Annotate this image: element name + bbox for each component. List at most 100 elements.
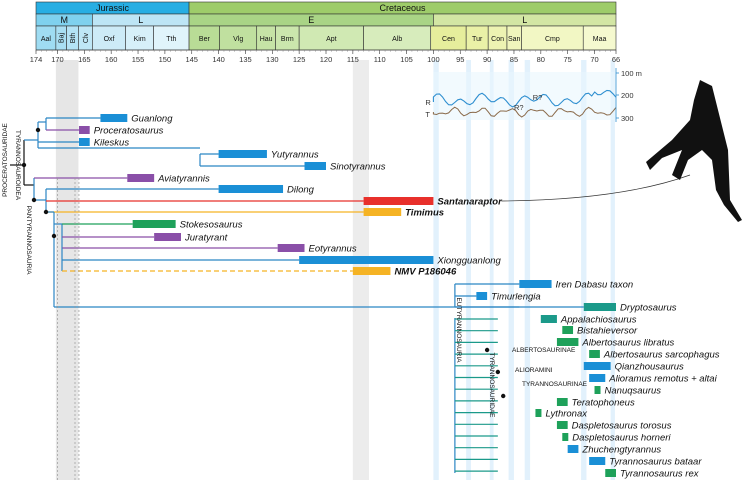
taxon-label: Alioramus remotus + altai xyxy=(608,374,717,385)
taxon-label: Eotyrannus xyxy=(309,244,357,255)
node-dot xyxy=(43,209,49,215)
stages-cell xyxy=(521,25,584,51)
range-bar xyxy=(567,445,579,453)
range-bar xyxy=(132,220,176,228)
stages-cell xyxy=(219,25,258,51)
stages-label: Cmp xyxy=(545,36,560,43)
stages-label: Kim xyxy=(134,36,146,43)
taxon-label: Santanaraptor xyxy=(437,197,503,208)
age-tick-label: 135 xyxy=(239,55,252,64)
taxon-labels: GuanlongProceratosaurusKileskusYutyrannu… xyxy=(94,114,720,480)
taxon-label: Teratophoneus xyxy=(572,398,635,409)
node-dot xyxy=(21,162,27,168)
periods-label: Cretaceous xyxy=(380,3,427,13)
age-tick-label: 155 xyxy=(132,55,145,64)
age-tick-label: 140 xyxy=(212,55,225,64)
stages-cell xyxy=(363,25,432,51)
epochs-label: E xyxy=(308,15,314,25)
stages-label: Maa xyxy=(593,36,607,43)
range-bar xyxy=(218,185,284,193)
range-bar xyxy=(562,326,574,334)
taxon-label: Daspletosaurus horneri xyxy=(572,433,671,444)
range-bar xyxy=(127,174,155,182)
node-dot xyxy=(501,393,506,399)
sea-band xyxy=(581,60,587,480)
sea-band xyxy=(489,60,494,480)
stages-label: Apt xyxy=(326,36,337,43)
taxon-label: Timimus xyxy=(405,208,444,219)
age-tick-label: 95 xyxy=(456,55,464,64)
taxon-label: Zhuchengtyrannus xyxy=(581,445,661,456)
age-tick-label: 115 xyxy=(347,55,359,64)
node-dot xyxy=(35,127,41,133)
stages-label: Tth xyxy=(166,36,176,43)
range-bar xyxy=(589,350,600,358)
taxon-label: Iren Dabasu taxon xyxy=(556,280,634,291)
taxon-label: Nanuqsaurus xyxy=(605,386,662,397)
sea-band xyxy=(508,60,514,480)
sea-level-line xyxy=(432,89,617,108)
stages-label: Ber xyxy=(199,36,211,43)
stratigraphic-ranges xyxy=(78,114,616,477)
sea-tick-label: 200 xyxy=(621,91,634,100)
sea-band xyxy=(433,60,439,480)
clade-label: EUTYRANNOSAURIA xyxy=(455,297,462,363)
sea-tick-label: 100 m xyxy=(621,69,642,78)
taxon-label: Appalachiosaurus xyxy=(560,315,637,326)
age-tick-label: 70 xyxy=(590,55,598,64)
epochs-label: L xyxy=(138,15,143,25)
clade-label: TYRANNOSAURIDAE xyxy=(488,352,495,418)
silhouette-connector xyxy=(501,174,691,202)
stages-label: Con xyxy=(491,36,504,43)
stages-label: Tur xyxy=(472,36,483,43)
stages-cell xyxy=(582,25,617,51)
stages-label: Alb xyxy=(392,36,402,43)
range-bar xyxy=(583,303,616,311)
range-bar xyxy=(556,338,579,346)
clade-label: TYRANNOSAURINAE xyxy=(522,381,588,388)
stages-cell xyxy=(430,25,467,51)
taxon-label: Stokesosaurus xyxy=(180,220,243,231)
sea-level-mark: R? xyxy=(514,103,524,112)
node-dot xyxy=(51,233,57,239)
age-tick-label: 120 xyxy=(320,55,333,64)
age-tick-label: 90 xyxy=(483,55,491,64)
age-tick-label: 125 xyxy=(293,55,306,64)
stages-label: Vlg xyxy=(233,36,243,43)
range-bar xyxy=(562,433,569,441)
sea-band xyxy=(466,60,471,480)
taxon-label: Dilong xyxy=(287,185,315,196)
age-tick-label: 100 xyxy=(427,55,440,64)
range-bar xyxy=(78,126,90,134)
taxon-label: NMV P186046 xyxy=(394,267,457,278)
taxon-label: Qianzhousaurus xyxy=(615,362,684,373)
age-tick-label: 165 xyxy=(78,55,91,64)
taxon-label: Yutyrannus xyxy=(271,150,319,161)
range-bar xyxy=(540,315,557,323)
sea-level-mark: T xyxy=(425,110,430,119)
age-tick-label: 105 xyxy=(400,55,413,64)
taxon-label: Guanlong xyxy=(131,114,173,125)
range-bar xyxy=(304,162,326,170)
age-tick-label: 85 xyxy=(510,55,518,64)
taxon-label: Aviatyrannis xyxy=(157,174,210,185)
stages-label: Oxf xyxy=(104,36,115,43)
range-bar xyxy=(583,362,611,370)
taxon-label: Xiongguanlong xyxy=(436,256,501,267)
theropod-silhouette-icon xyxy=(646,80,742,222)
range-bar xyxy=(154,233,181,241)
taxon-label: Dryptosaurus xyxy=(620,303,677,314)
taxon-label: Sinotyrannus xyxy=(330,162,386,173)
sea-tick-label: 300 xyxy=(621,114,634,123)
clade-label: PANTYRANNOSAURIA xyxy=(25,206,32,276)
age-tick-label: 130 xyxy=(266,55,279,64)
sea-level-mark: R xyxy=(425,98,431,107)
clade-label: PROCERATOSAURIDAE xyxy=(2,122,9,196)
age-tick-label: 75 xyxy=(563,55,571,64)
range-bar xyxy=(277,244,305,252)
range-bar xyxy=(78,138,90,146)
taxon-label: Daspletosaurus torosus xyxy=(572,421,672,432)
taxon-label: Albertosaurus libratus xyxy=(581,338,674,349)
